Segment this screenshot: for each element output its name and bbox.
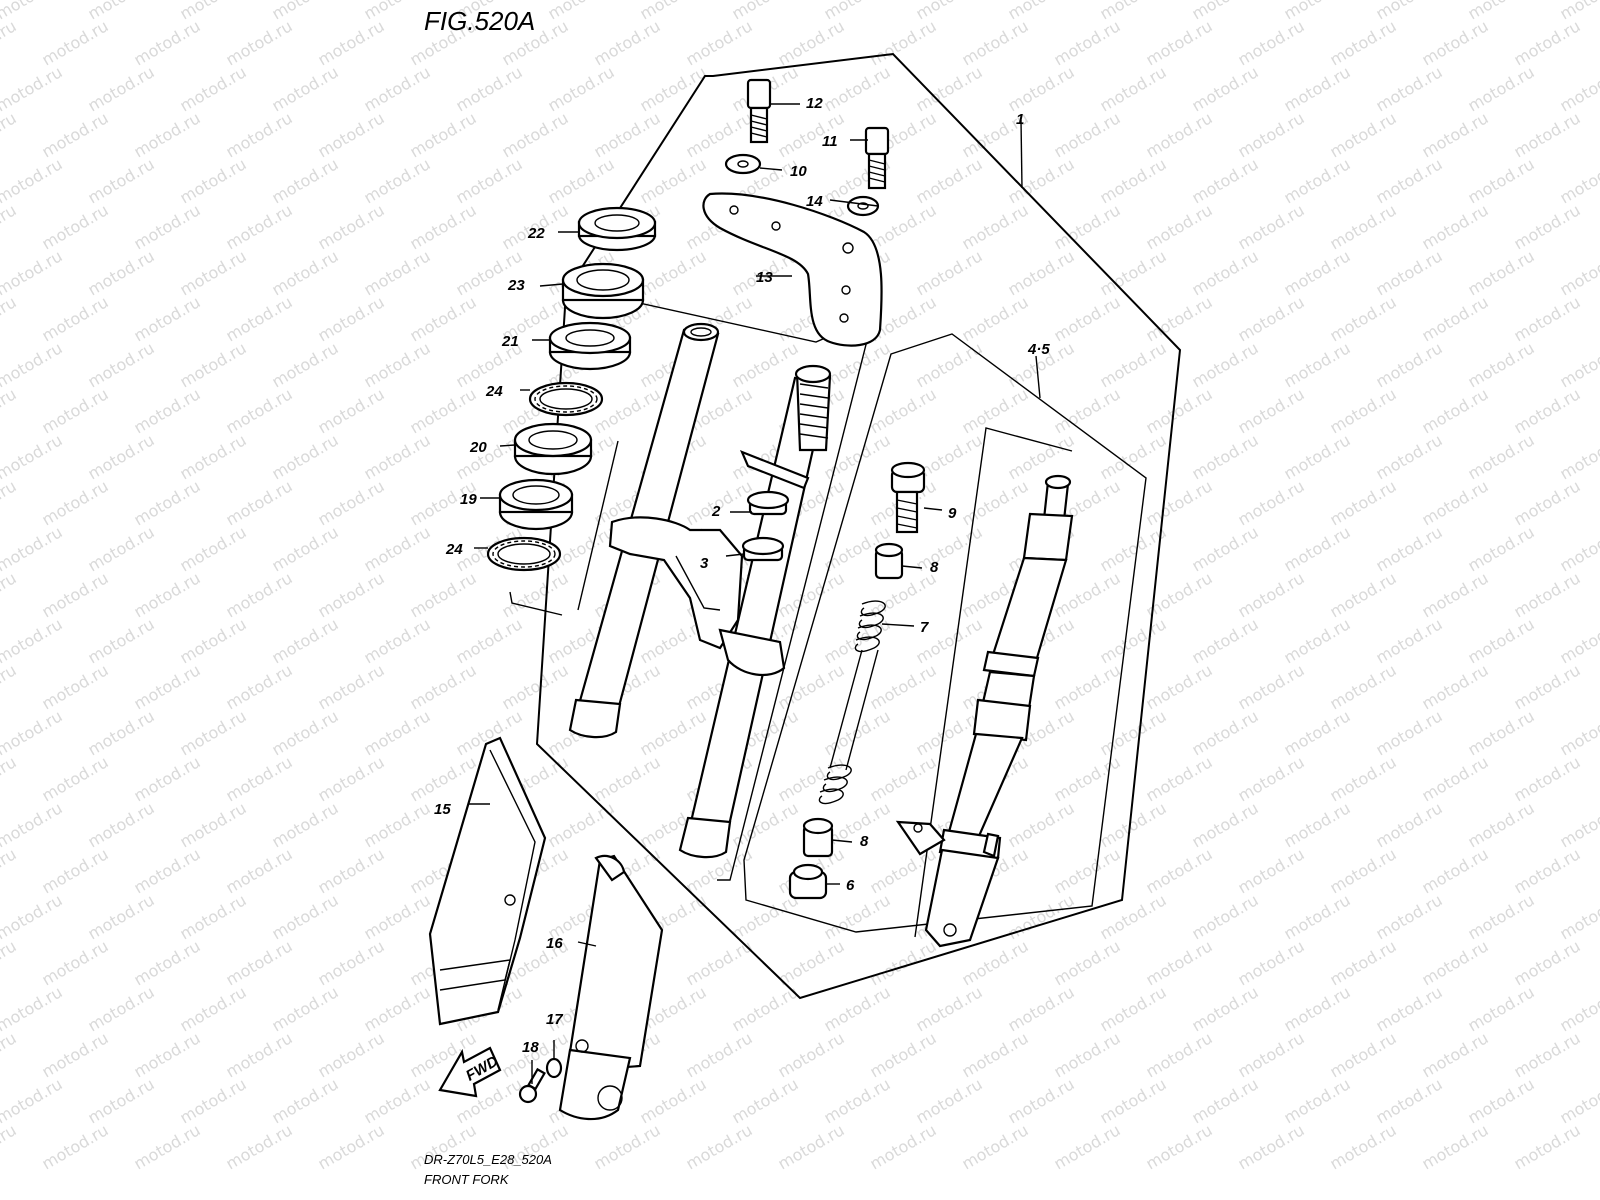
callout-8-upper: 8 (930, 559, 939, 576)
callout-24-upper: 24 (485, 383, 503, 400)
callout-13: 13 (756, 269, 773, 286)
callout-24-lower: 24 (445, 541, 463, 558)
bolt-12 (746, 78, 772, 144)
callout-9: 9 (948, 505, 957, 522)
callout-15: 15 (434, 801, 451, 818)
fwd-arrow-icon: FWD (438, 1046, 502, 1098)
callout-23: 23 (507, 277, 525, 294)
bearing-race-20 (513, 422, 593, 476)
washer-17 (545, 1057, 563, 1079)
callout-14: 14 (806, 193, 823, 210)
collar-8-lower (802, 817, 834, 858)
fork-guard-16 (558, 854, 664, 1121)
model-code: DR-Z70L5_E28_520A (424, 1152, 552, 1167)
seat-6 (788, 863, 828, 900)
ball-ring-24-lower (486, 536, 562, 572)
figure-caption: FRONT FORK (424, 1172, 510, 1187)
callout-3: 3 (700, 555, 709, 572)
fork-outer-tube-right (678, 364, 832, 859)
bearing-race-19 (498, 478, 574, 531)
collar-8-upper (874, 542, 904, 580)
inner-stack-outline (914, 427, 1073, 938)
washer-10 (724, 153, 762, 175)
bracket-13 (702, 192, 883, 347)
callout-21: 21 (501, 333, 519, 350)
callout-labels: 1 2 3 4·5 6 7 8 8 9 10 11 12 13 14 15 16… (434, 95, 1050, 1056)
bearing-kit-bracket (509, 591, 563, 616)
screw-18 (518, 1067, 546, 1104)
leader-lines (468, 103, 1041, 1084)
figure-title: FIG.520A (424, 6, 535, 36)
bearing-cone-23 (561, 262, 645, 320)
spring-7 (818, 600, 886, 805)
ball-ring-24-upper (528, 381, 604, 417)
bracket-link-line (577, 440, 619, 611)
callout-1: 1 (1016, 111, 1024, 128)
callout-12: 12 (806, 95, 823, 112)
callout-11: 11 (822, 133, 838, 150)
callout-2: 2 (711, 503, 721, 520)
rod-9 (890, 461, 926, 534)
callout-8-lower: 8 (860, 833, 869, 850)
nut-22 (577, 206, 657, 252)
dust-seal-21 (548, 321, 632, 371)
callout-20: 20 (469, 439, 487, 456)
callout-19: 19 (460, 491, 477, 508)
assembly-outline-1 (535, 52, 1182, 1000)
callout-10: 10 (790, 163, 807, 180)
inner-tube-assembly-4-5 (895, 474, 1074, 948)
bolt-11 (864, 126, 890, 190)
callout-7: 7 (920, 619, 929, 636)
callout-6: 6 (846, 877, 855, 894)
callout-16: 16 (546, 935, 563, 952)
fork-guard-15 (428, 736, 547, 1026)
callout-18: 18 (522, 1039, 539, 1056)
callout-4-5: 4·5 (1027, 341, 1050, 358)
callout-17: 17 (546, 1011, 563, 1028)
steering-stem-crown (608, 450, 810, 676)
callout-22: 22 (527, 225, 545, 242)
